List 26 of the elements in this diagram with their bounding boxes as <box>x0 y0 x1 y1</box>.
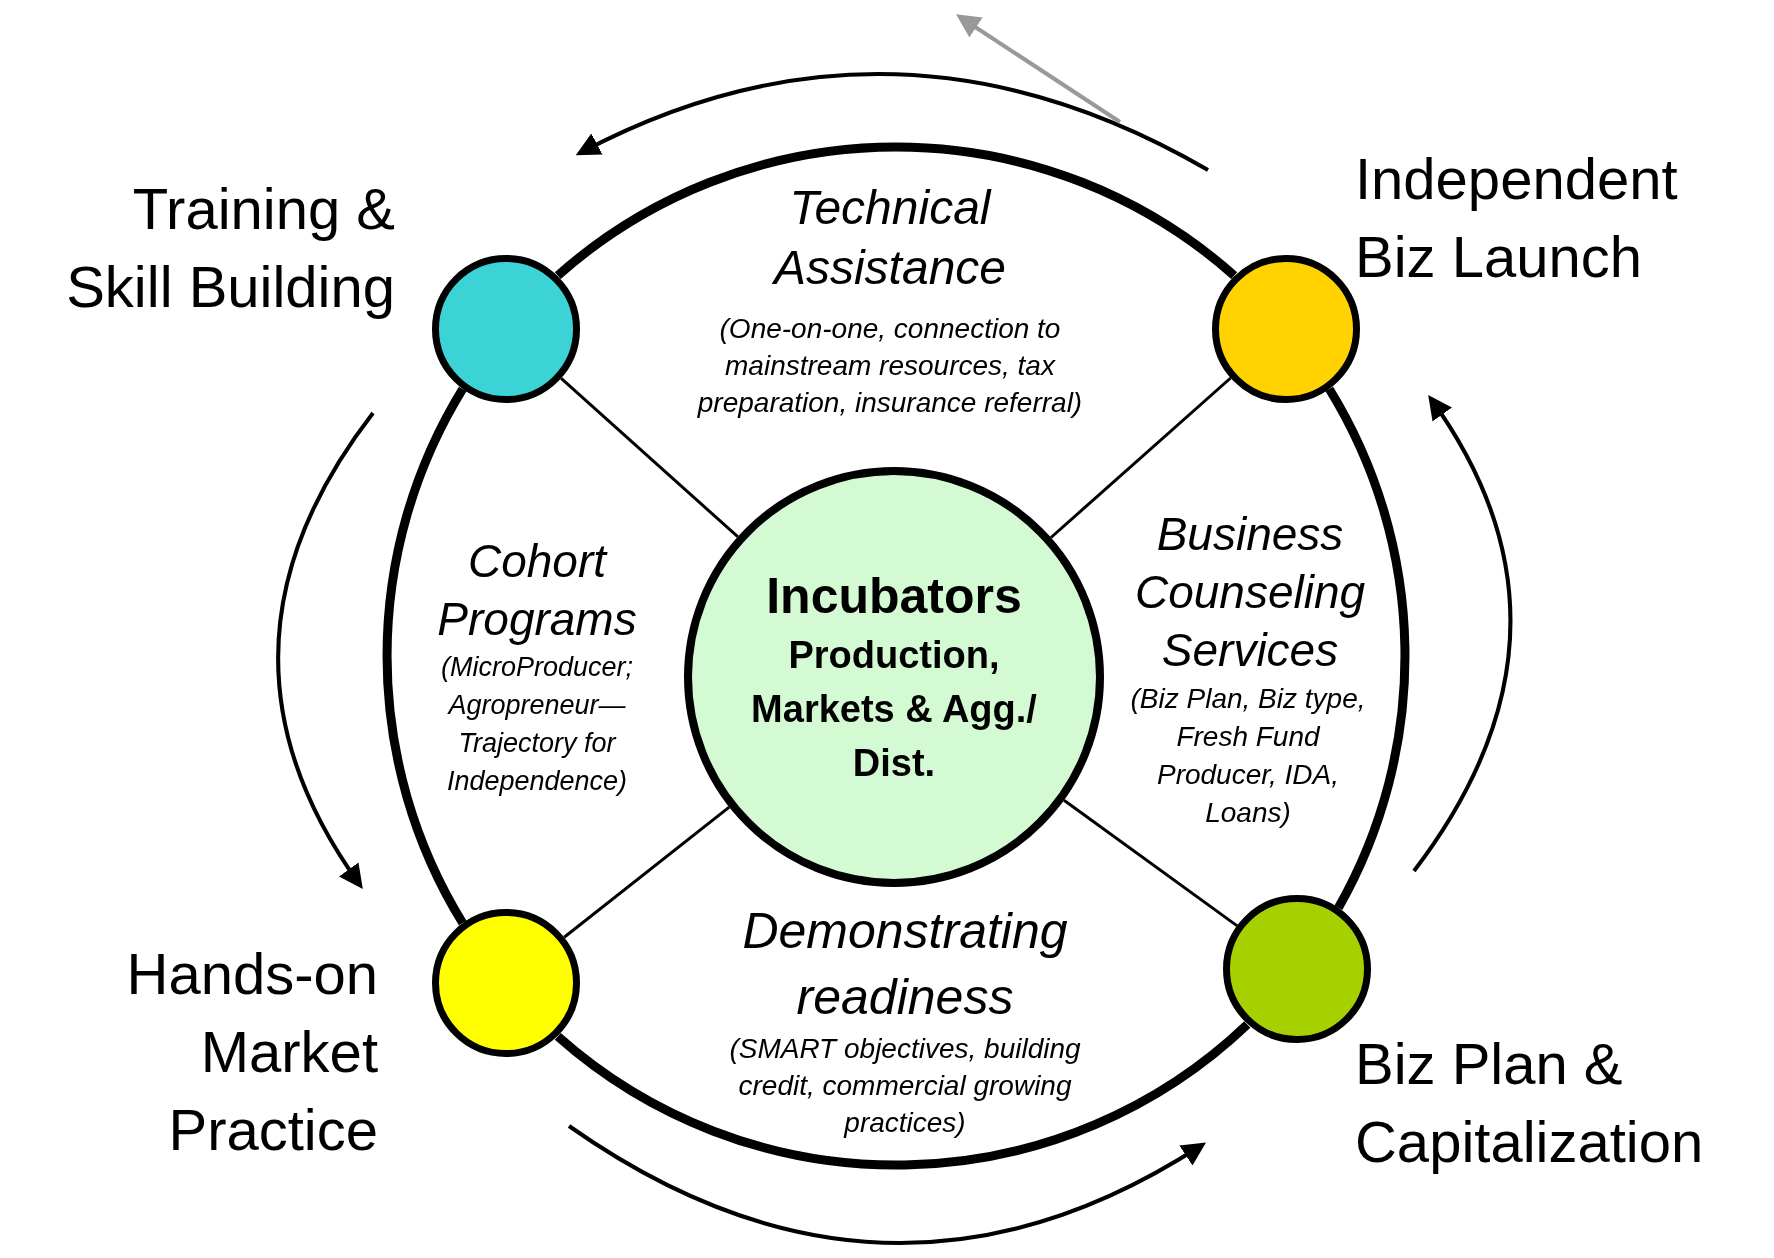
section-note: (One-on-one, connection to mainstream resources, tax preparation, insurance referral) <box>696 312 1084 420</box>
stage-label: Training & Skill Building <box>65 175 395 321</box>
hub-text: Production, Markets & Agg./ Dist. <box>750 633 1038 786</box>
section-heading: Cohort Programs <box>436 534 638 647</box>
stage-label: Biz Plan & Capitalization <box>1355 1030 1705 1176</box>
section-heading: Technical Assistance <box>771 180 1008 296</box>
connector-line <box>560 377 739 538</box>
curved-arrow <box>567 1124 1207 1245</box>
connector-line <box>1063 799 1239 928</box>
connector-line <box>1050 376 1232 539</box>
ring-arc <box>1325 386 1409 910</box>
ring-arc <box>555 1020 1251 1170</box>
curved-arrow <box>1412 395 1513 873</box>
section-note: (SMART objectives, building credit, commercial growing practices) <box>728 1032 1082 1140</box>
curved-arrow <box>276 411 375 889</box>
stage-label: Hands-on Market Practice <box>125 940 378 1164</box>
section-note: (MicroProducer; Agropreneur—Trajectory for Independence) <box>439 651 634 798</box>
hub-title: Incubators <box>765 567 1023 626</box>
curved-arrow <box>575 72 1209 172</box>
ring-arc <box>383 386 467 926</box>
ring-arc <box>555 142 1237 280</box>
section-heading: Business Counseling Services <box>1133 507 1367 678</box>
connector-line <box>563 805 731 939</box>
section-note: (Biz Plan, Biz type, Fresh Fund Producer, IDA, Loans) <box>1129 682 1367 830</box>
section-heading: Demonstrating readiness <box>741 902 1069 1027</box>
stage-label: Independent Biz Launch <box>1355 145 1679 291</box>
